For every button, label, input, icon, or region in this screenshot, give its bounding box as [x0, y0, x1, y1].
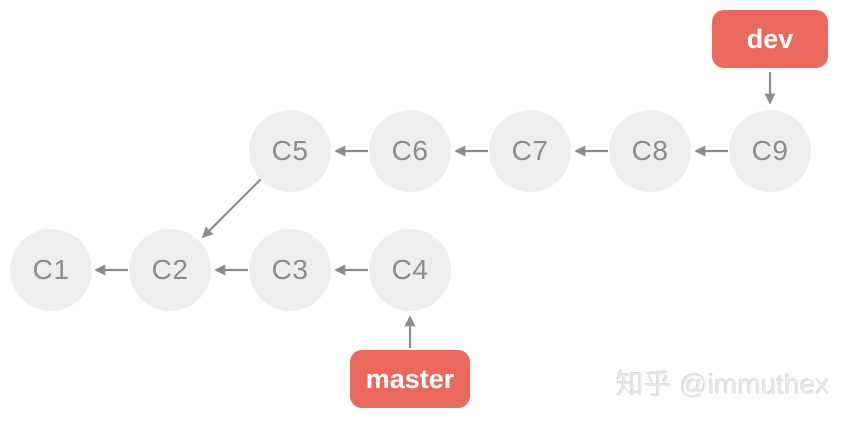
commit-label: C8	[631, 135, 669, 166]
commit-node-c3: C3	[249, 229, 331, 311]
zhihu-watermark: 知乎 @immuthex	[616, 369, 830, 400]
commit-label: C3	[271, 254, 309, 285]
branch-label-master: master	[350, 350, 470, 408]
commit-node-c2: C2	[129, 229, 211, 311]
branch-label-text: master	[365, 363, 455, 394]
commit-node-c7: C7	[489, 110, 571, 192]
branch-label-dev: dev	[712, 10, 828, 68]
commit-node-c6: C6	[369, 110, 451, 192]
commit-label: C6	[391, 135, 429, 166]
commit-node-c9: C9	[729, 110, 811, 192]
commit-node-c8: C8	[609, 110, 691, 192]
commit-node-c4: C4	[369, 229, 451, 311]
commit-node-c5: C5	[249, 110, 331, 192]
edge-c5-to-c2	[201, 177, 263, 239]
commit-label: C4	[391, 254, 429, 285]
branch-label-text: dev	[746, 23, 794, 54]
commit-label: C7	[511, 135, 549, 166]
commit-node-c1: C1	[10, 229, 92, 311]
commit-label: C1	[32, 254, 70, 285]
commit-label: C9	[751, 135, 789, 166]
commit-label: C2	[151, 254, 189, 285]
commit-label: C5	[271, 135, 309, 166]
